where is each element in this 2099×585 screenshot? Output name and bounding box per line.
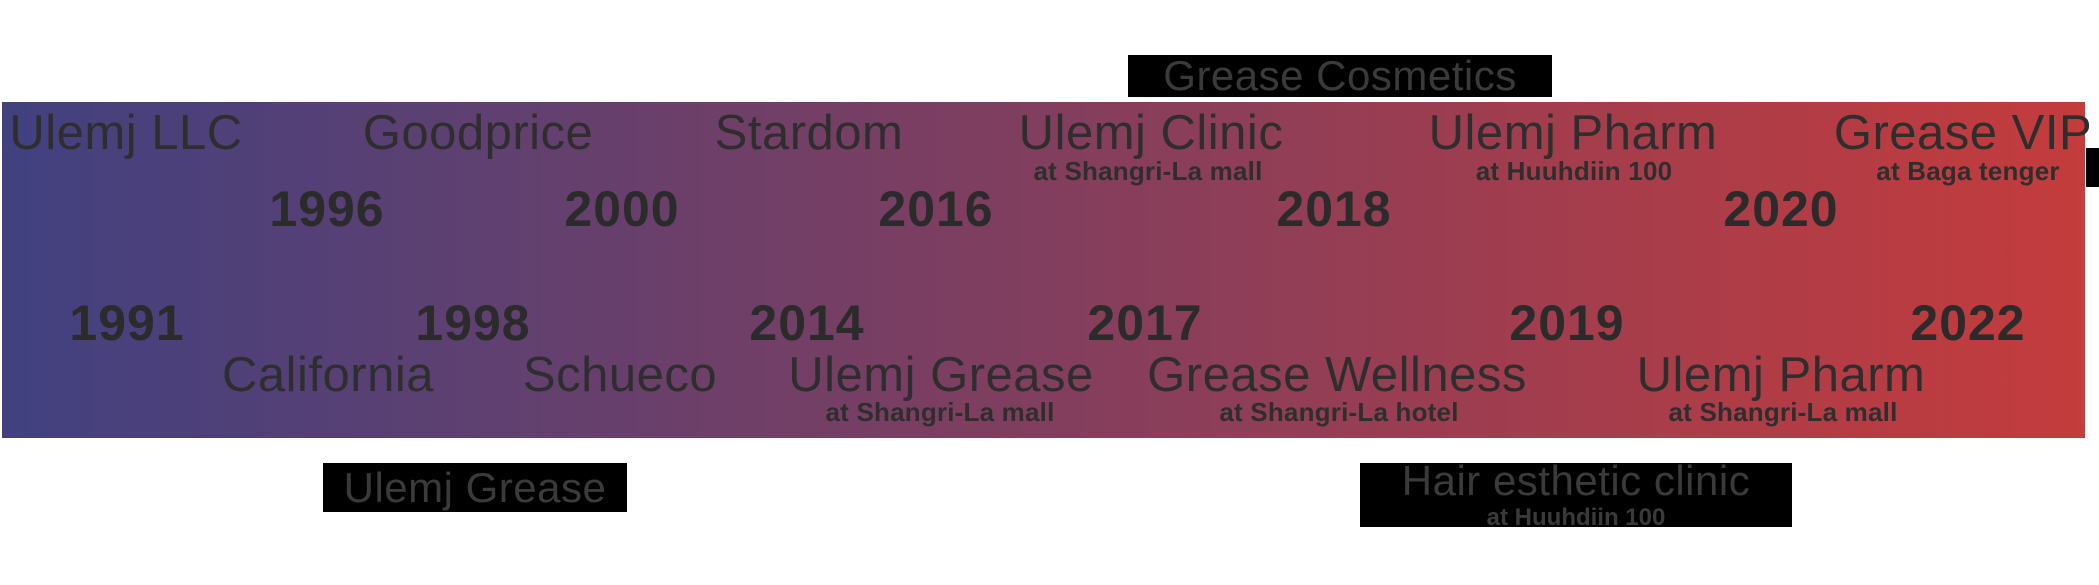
year-2022: 2022 (1910, 295, 2026, 351)
callout-hair-esthetic-clinic-label: Hair esthetic clinic (1401, 457, 1751, 504)
location-grease-vip: at Baga tenger (1876, 156, 2060, 186)
year-2017: 2017 (1087, 295, 1203, 351)
location-ulemj-clinic: at Shangri-La mall (1033, 156, 1263, 186)
callout-ulemj-grease: Ulemj Grease (323, 463, 627, 512)
location-ulemj-grease: at Shangri-La mall (825, 397, 1055, 427)
year-1996: 1996 (269, 181, 385, 237)
callout-grease-cosmetics-label: Grease Cosmetics (1163, 52, 1517, 99)
company-ulemj-llc: Ulemj LLC (9, 106, 243, 160)
company-schueco: Schueco (522, 348, 718, 402)
company-grease-wellness: Grease Wellness (1147, 348, 1527, 402)
year-2000: 2000 (564, 181, 680, 237)
callout-hair-esthetic-clinic-location: at Huuhdiin 100 (1486, 504, 1666, 531)
clipped-label-box (2086, 148, 2099, 187)
year-2016: 2016 (878, 181, 994, 237)
year-2018: 2018 (1276, 181, 1392, 237)
company-ulemj-pharm-huuhdiin: Ulemj Pharm (1428, 106, 1718, 160)
company-ulemj-grease: Ulemj Grease (788, 348, 1094, 402)
year-2019: 2019 (1509, 295, 1625, 351)
callout-grease-cosmetics: Grease Cosmetics (1128, 55, 1552, 97)
company-california: California (222, 348, 434, 402)
year-2014: 2014 (749, 295, 865, 351)
company-ulemj-pharm-shangrila: Ulemj Pharm (1636, 348, 1926, 402)
company-ulemj-clinic: Ulemj Clinic (1018, 106, 1284, 160)
company-goodprice: Goodprice (362, 106, 594, 160)
year-1998: 1998 (415, 295, 531, 351)
callout-ulemj-grease-label: Ulemj Grease (343, 463, 607, 511)
company-stardom: Stardom (714, 106, 904, 160)
year-2020: 2020 (1723, 181, 1839, 237)
year-1991: 1991 (69, 295, 185, 351)
timeline-gradient-band (2, 102, 2085, 438)
location-ulemj-pharm-shangrila: at Shangri-La mall (1668, 397, 1898, 427)
callout-hair-esthetic-clinic: Hair esthetic clinic at Huuhdiin 100 (1360, 457, 1792, 531)
location-ulemj-pharm-huuhdiin: at Huuhdiin 100 (1475, 156, 1673, 186)
company-grease-vip: Grease VIP (1833, 106, 2093, 160)
location-grease-wellness: at Shangri-La hotel (1219, 397, 1459, 427)
